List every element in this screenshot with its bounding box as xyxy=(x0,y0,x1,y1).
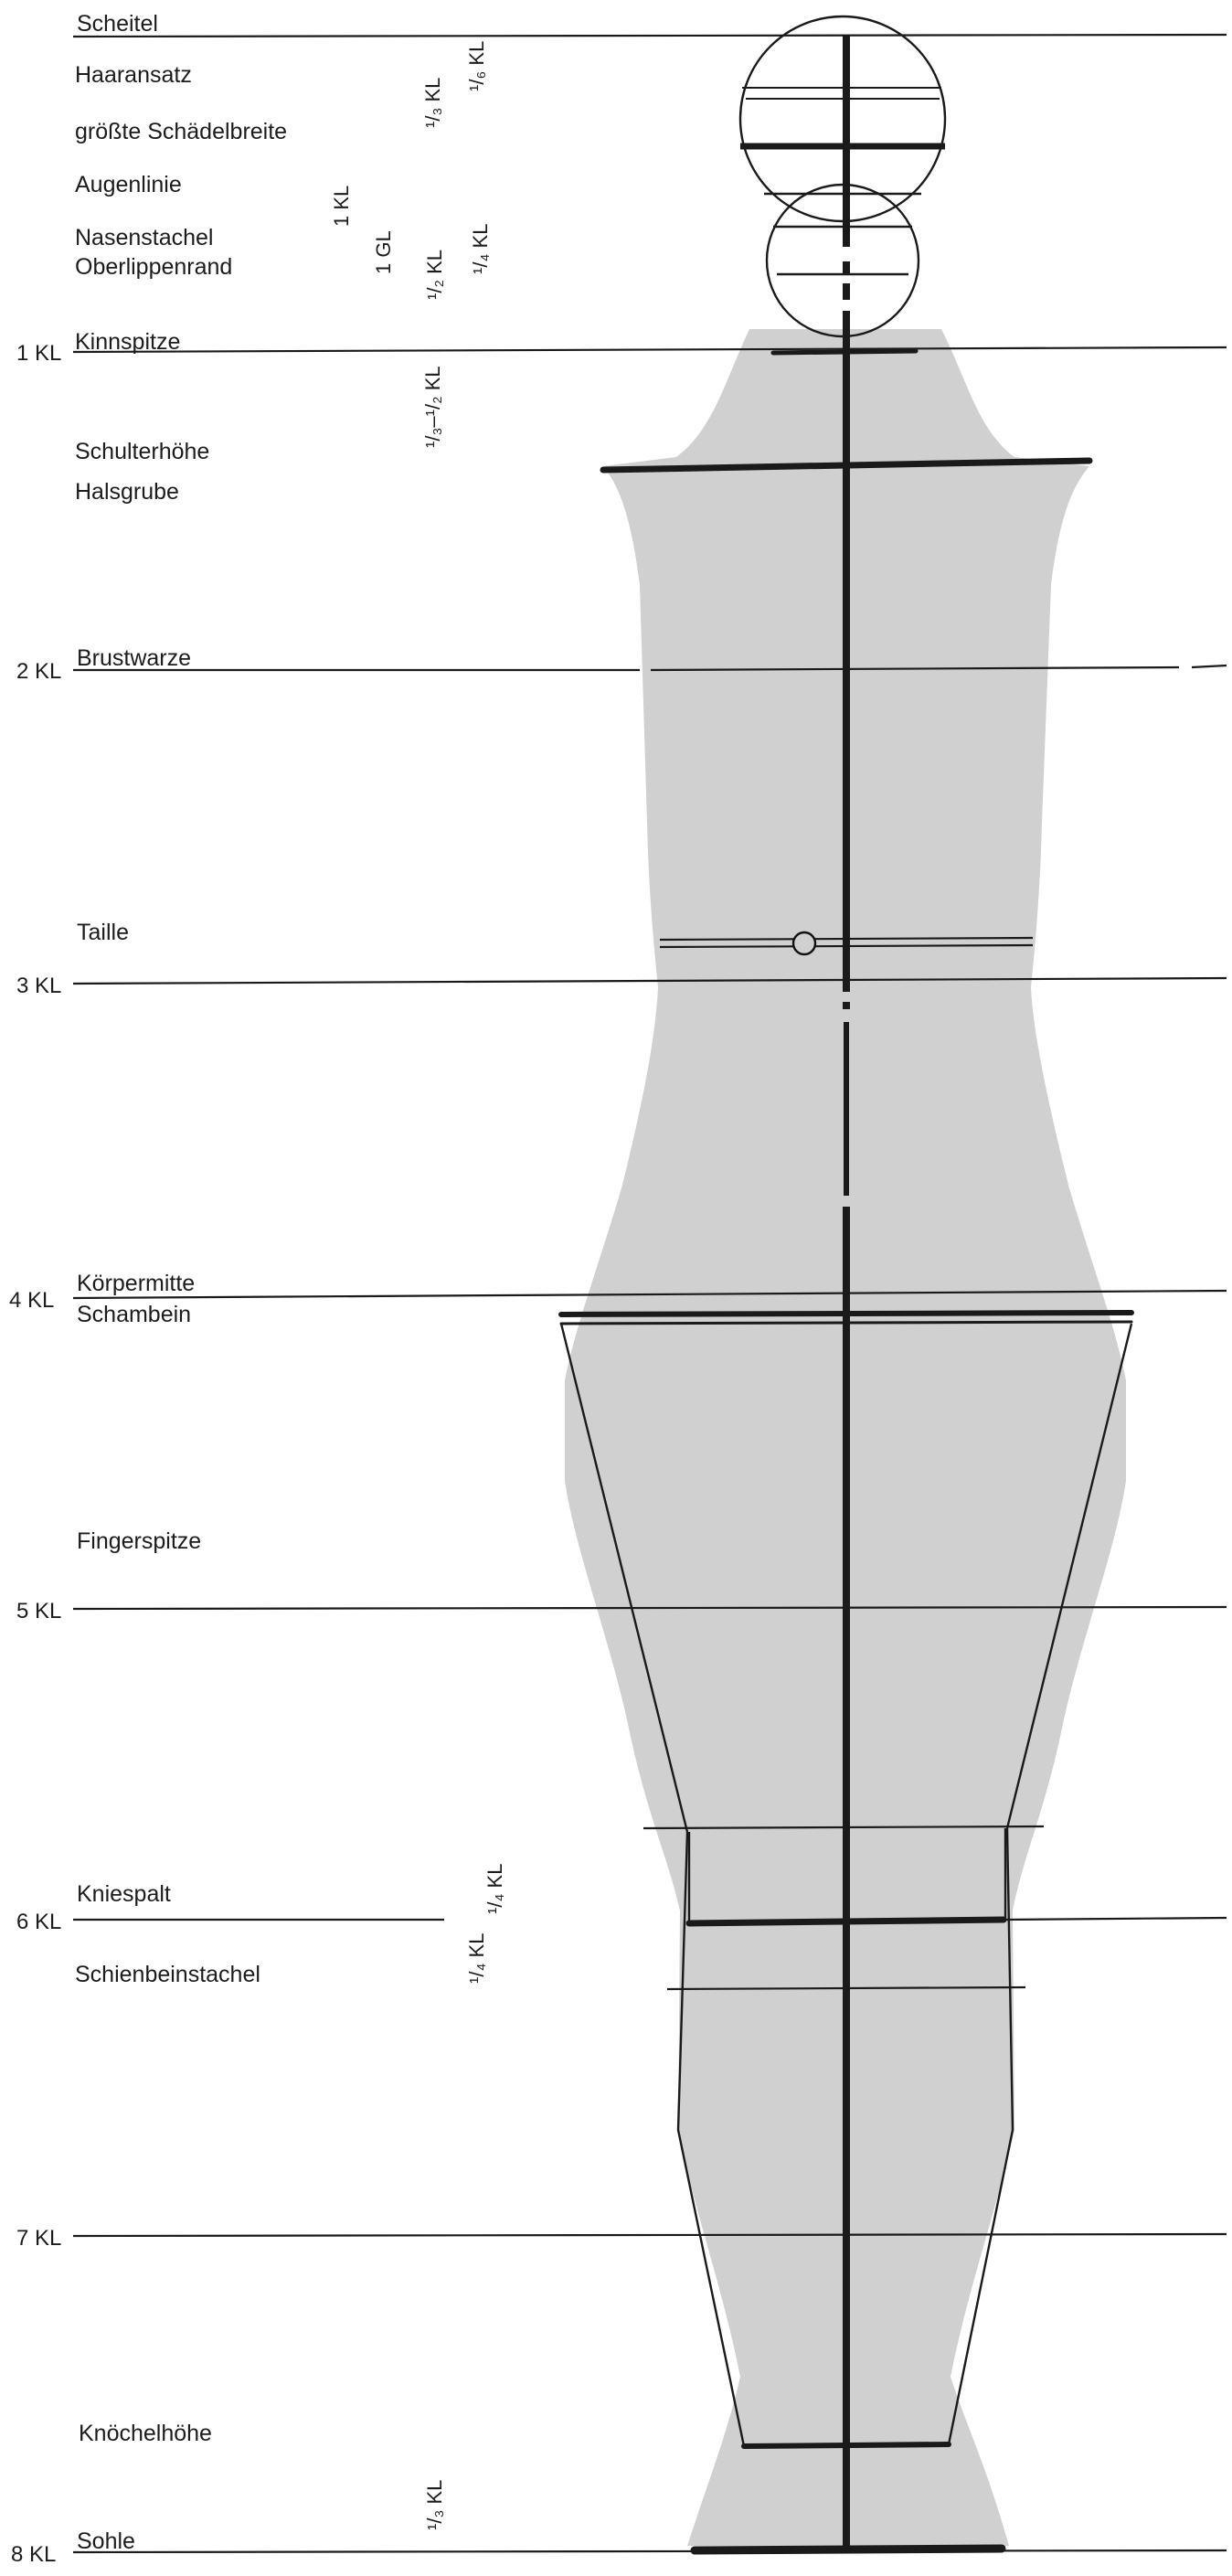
label-schaedelbreite: größte Schädelbreite xyxy=(75,119,287,144)
prop-half-kl: ¹/₂ KL xyxy=(424,250,446,300)
line-7kl xyxy=(73,2234,1227,2236)
label-scheitel: Scheitel xyxy=(77,11,158,37)
kl-mark-7: 7 KL xyxy=(16,2227,61,2251)
kl-mark-4: 4 KL xyxy=(9,1289,54,1313)
line-scheitel xyxy=(73,35,1227,37)
kl-mark-5: 5 KL xyxy=(16,1600,61,1623)
label-halsgrube: Halsgrube xyxy=(75,479,179,505)
line-1kl xyxy=(73,347,1227,352)
label-koerpermitte: Körpermitte xyxy=(77,1271,195,1296)
prop-quarter-kl-head: ¹/₄ KL xyxy=(470,224,492,274)
line-8kl xyxy=(73,2550,1227,2552)
label-kniespalt: Kniespalt xyxy=(77,1881,171,1907)
kl-mark-8: 8 KL xyxy=(11,2543,56,2567)
prop-1gl: 1 GL xyxy=(373,230,395,274)
prop-1kl: 1 KL xyxy=(331,186,353,227)
kl-mark-3: 3 KL xyxy=(16,974,61,998)
label-schambein: Schambein xyxy=(77,1302,191,1327)
prop-quarter-kl-knee-a: ¹/₄ KL xyxy=(466,1933,488,1984)
label-schulterhoehe: Schulterhöhe xyxy=(75,439,209,464)
label-sohle: Sohle xyxy=(77,2528,135,2554)
line-2kl-c xyxy=(1192,665,1227,667)
label-haaransatz: Haaransatz xyxy=(75,62,192,88)
label-knoechelhoehe: Knöchelhöhe xyxy=(79,2421,212,2446)
navel-circle xyxy=(793,932,815,954)
label-nasenstachel: Nasenstachel xyxy=(75,225,213,250)
label-taille: Taille xyxy=(77,920,129,945)
prop-third-kl-head: ¹/₃ KL xyxy=(422,78,444,128)
label-schienbeinstachel: Schienbeinstachel xyxy=(75,1962,260,1987)
line-6kl-b xyxy=(1005,1918,1227,1920)
line-3kl xyxy=(73,978,1227,984)
label-kinnspitze: Kinnspitze xyxy=(75,329,180,355)
prop-third-kl-foot: ¹/₃ KL xyxy=(424,2480,446,2530)
prop-quarter-kl-knee-b: ¹/₄ KL xyxy=(484,1864,506,1914)
kl-mark-6: 6 KL xyxy=(16,1911,61,1934)
label-oberlippenrand: Oberlippenrand xyxy=(75,254,232,280)
label-augenlinie: Augenlinie xyxy=(75,172,182,197)
kl-mark-1: 1 KL xyxy=(16,342,61,366)
kl-mark-2: 2 KL xyxy=(16,660,61,684)
label-fingerspitze: Fingerspitze xyxy=(77,1528,201,1554)
prop-third-half-kl: ¹/₃–¹/₂ KL xyxy=(422,366,444,448)
label-brustwarze: Brustwarze xyxy=(77,645,191,671)
prop-sixth-kl: ¹/₆ KL xyxy=(466,41,488,91)
